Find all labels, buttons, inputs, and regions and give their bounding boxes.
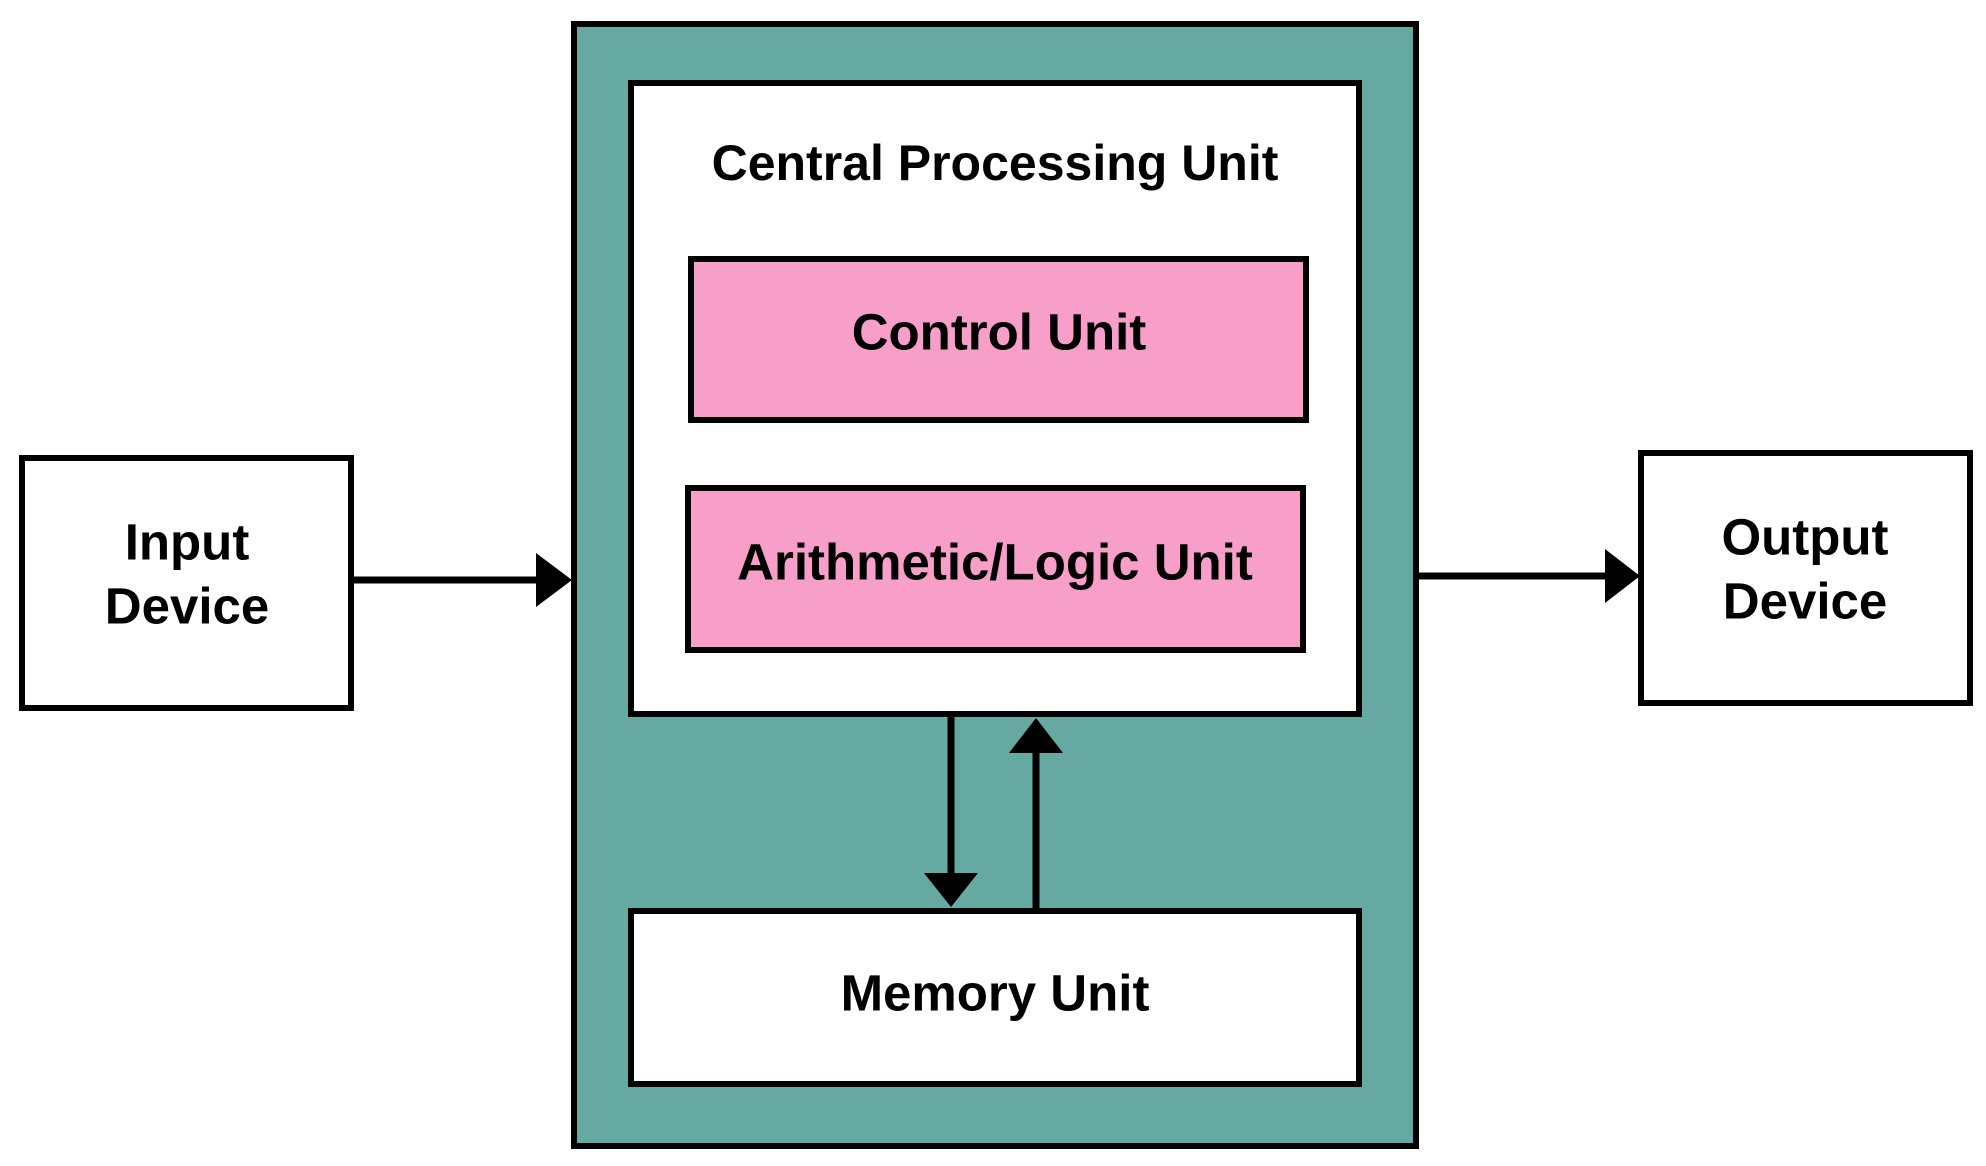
alu-box <box>685 485 1306 653</box>
cpu-title: Central Processing Unit <box>712 135 1279 191</box>
arrow-cpu-to-memory <box>924 714 978 907</box>
arrow-memory-to-cpu <box>1009 718 1063 911</box>
input-device-label-line1: Input <box>125 513 250 570</box>
control-unit-label: Control Unit <box>852 303 1147 360</box>
alu-label: Arithmetic/Logic Unit <box>737 533 1253 590</box>
input-device-label-line2: Device <box>105 577 269 634</box>
output-device-box <box>1638 450 1973 706</box>
memory-unit-box <box>628 908 1362 1087</box>
control-unit-box <box>688 256 1309 423</box>
output-device-label-line1: Output <box>1721 508 1888 565</box>
arrow-input-to-cpu <box>351 553 572 607</box>
arrow-cpu-to-output <box>1416 549 1640 603</box>
input-device-box <box>19 455 354 711</box>
output-device-label-line2: Device <box>1723 572 1887 629</box>
memory-unit-label: Memory Unit <box>841 964 1150 1021</box>
